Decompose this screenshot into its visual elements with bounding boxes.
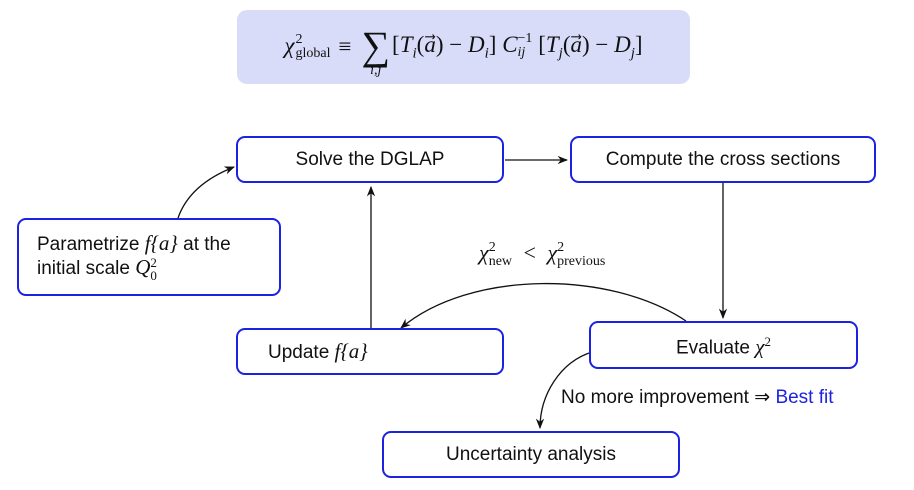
arrow-param-to-solve — [177, 166, 235, 219]
best-fit-highlight: Best fit — [775, 387, 834, 408]
node-solve-dglap: Solve the DGLAP — [236, 136, 504, 183]
formula-equiv: ≡ — [338, 34, 352, 59]
node-parametrize-line1: Parametrize f{a} at the — [37, 231, 231, 256]
arrow-evaluate-to-update — [400, 282, 687, 329]
node-evaluate-label: Evaluate χ2 — [676, 334, 771, 359]
node-update-label: Update f{a} — [268, 338, 368, 363]
node-solve-label: Solve the DGLAP — [295, 149, 445, 170]
formula-sum: ∑ i,j — [361, 23, 391, 78]
edge-label-stop: No more improvement ⇒ Best fit — [561, 387, 834, 408]
node-update: Update f{a} — [236, 328, 504, 375]
node-evaluate: Evaluate χ2 — [589, 321, 858, 369]
node-compute-label: Compute the cross sections — [605, 149, 841, 170]
node-compute-cross-sections: Compute the cross sections — [570, 136, 876, 183]
arrow-evaluate-to-uncertainty — [535, 351, 593, 430]
node-uncertainty: Uncertainty analysis — [382, 431, 680, 478]
node-uncertainty-label: Uncertainty analysis — [445, 444, 617, 465]
